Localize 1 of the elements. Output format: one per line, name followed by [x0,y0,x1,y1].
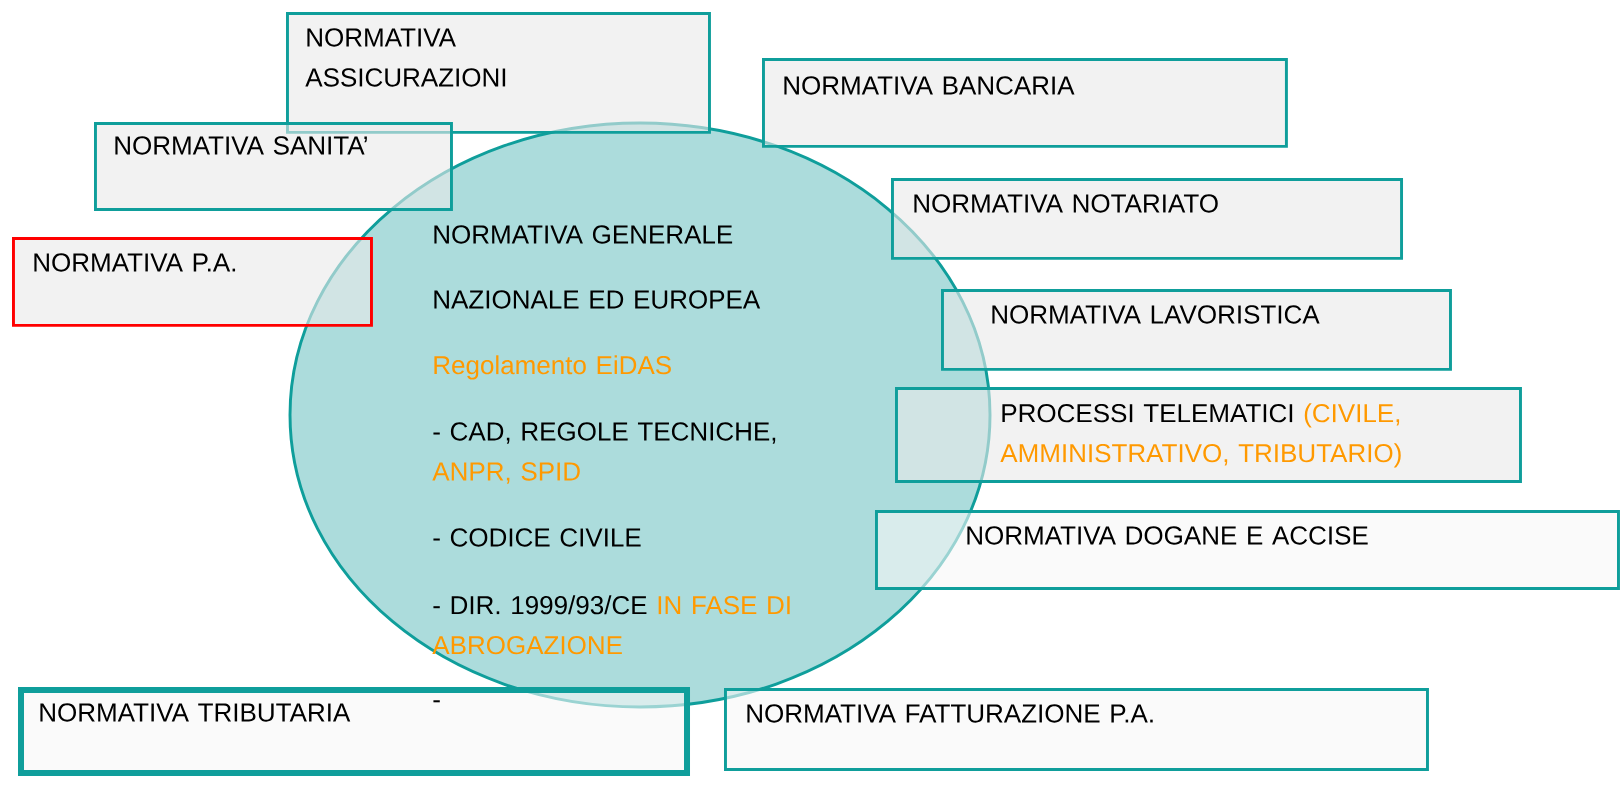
rule-box: NORMATIVA DOGANE E ACCISE [875,510,1620,590]
